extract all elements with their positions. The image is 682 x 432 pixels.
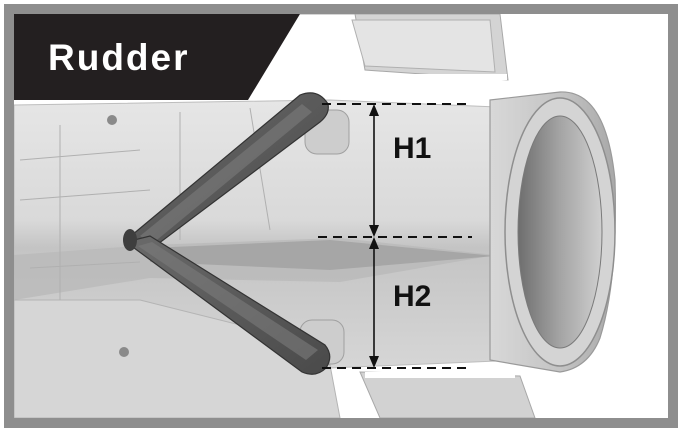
nozzle-opening (517, 115, 603, 349)
dimension-arrow-h2 (369, 237, 379, 368)
rivet-lower (119, 347, 129, 357)
dimension-label-h2: H2 (393, 280, 431, 313)
dimension-label-h1: H1 (393, 132, 431, 165)
lower-fin-gap (365, 372, 515, 378)
fuselage-dark-seam (150, 240, 495, 270)
upper-rudder-highlight (140, 104, 312, 244)
lower-rudder-highlight (138, 242, 318, 360)
dimension-arrow-h1 (369, 104, 379, 237)
rivet-upper (107, 115, 117, 125)
panel-lines (19, 107, 271, 300)
page-title: Rudder (48, 37, 190, 78)
upper-fin-gap (352, 74, 507, 80)
rudder-hinge (123, 229, 137, 251)
fuselage-belly (14, 299, 341, 418)
lower-tail-fin (359, 371, 536, 418)
title-banner (14, 14, 300, 100)
upper-fin-slot (351, 19, 496, 73)
